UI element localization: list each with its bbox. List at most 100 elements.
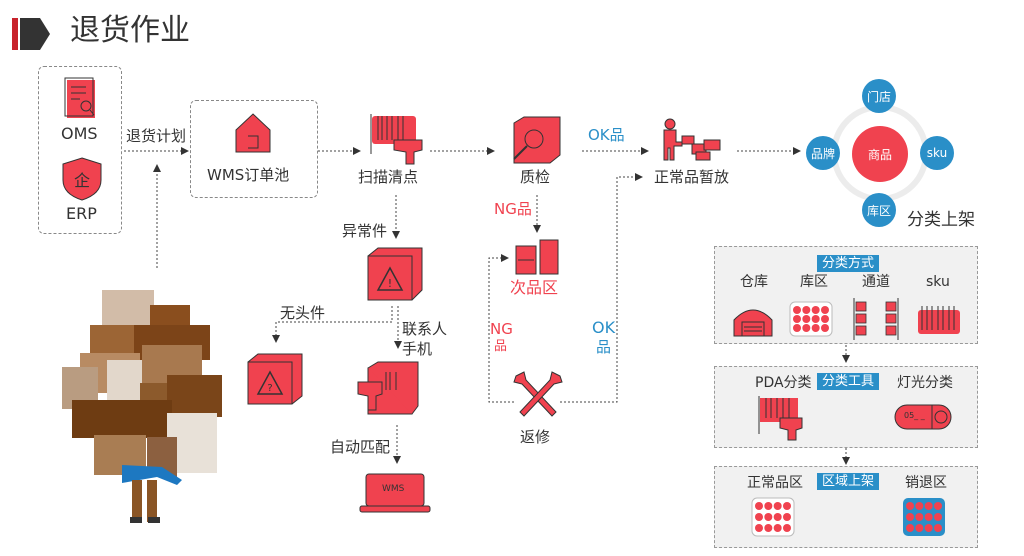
repair-ok-label-line1: OK	[592, 318, 616, 337]
aisle-icon	[853, 298, 899, 340]
grid-dot	[915, 502, 924, 510]
grid-dot	[793, 315, 801, 323]
repair-wrench-icon	[513, 371, 563, 417]
zone-shelving-tag: 区域上架	[817, 473, 880, 490]
svg-text:企: 企	[74, 171, 90, 190]
arrow-exception-to-headless	[272, 306, 393, 343]
wms-laptop-icon	[359, 473, 431, 513]
defective-area-shelf-icon	[515, 239, 559, 275]
grid-dot	[793, 324, 801, 332]
quality-check-box-icon	[513, 116, 561, 164]
arrow-repair-to-staging	[560, 173, 643, 403]
wheel-center-goods: 商品	[852, 126, 908, 182]
return-plan-label: 退货计划	[126, 127, 187, 145]
wheel-node-zone: 库区	[862, 193, 896, 227]
method-item-sku: sku	[926, 274, 950, 290]
grid-dot	[924, 502, 933, 510]
grid-dot	[821, 324, 829, 332]
worker-with-boxes-icon	[663, 118, 721, 161]
headless-box-icon: ?	[247, 353, 303, 405]
grid-dot	[764, 513, 773, 521]
zone-item-normal: 正常品区	[747, 475, 803, 491]
grid-dot	[764, 502, 773, 510]
repair-ng-label-line1: NG	[490, 320, 513, 338]
svg-text:!: !	[388, 277, 392, 290]
defective-area-label: 次品区	[510, 278, 559, 297]
repair-ok-label-line2: 品	[596, 338, 612, 356]
ng-goods-label: NG品	[494, 200, 532, 218]
wheel-center-label: 商品	[867, 147, 892, 162]
grid-dot	[793, 306, 801, 314]
grid-dot	[755, 524, 763, 532]
contact-scan-box-icon	[357, 361, 419, 415]
grid-dot	[934, 502, 942, 510]
contact-phone-label-line1: 联系人	[402, 320, 448, 338]
tool-item-light: 灯光分类	[897, 375, 953, 391]
auto-match-label: 自动匹配	[330, 438, 391, 456]
grid-dot	[811, 315, 820, 323]
grid-dot	[915, 524, 924, 532]
storage-zone-grid-icon	[789, 301, 833, 337]
classification-caption: 分类上架	[907, 210, 975, 230]
page-title: 退货作业	[70, 13, 190, 48]
wheel-node-sku-label: sku	[926, 146, 948, 160]
customer-with-boxes-illustration	[62, 290, 222, 523]
barcode-scanner-icon	[370, 114, 423, 165]
wms-order-pool-label: WMS订单池	[207, 166, 290, 184]
normal-zone-grid-icon	[751, 497, 795, 537]
contact-phone-label-line2: 手机	[402, 340, 433, 358]
exception-item-label: 异常件	[342, 222, 388, 240]
wheel-node-brand-label: 品牌	[810, 146, 835, 161]
method-item-aisle: 通道	[862, 274, 890, 290]
grid-dot	[924, 524, 933, 532]
normal-goods-staging-label: 正常品暂放	[654, 168, 730, 186]
erp-shield-icon: 企	[62, 157, 102, 201]
grid-dot	[773, 502, 782, 510]
wheel-node-store-label: 门店	[866, 89, 891, 104]
light-sorting-device-icon	[894, 404, 952, 430]
grid-dot	[783, 524, 791, 532]
warehouse-icon	[733, 309, 773, 337]
grid-dot	[764, 524, 773, 532]
grid-dot	[773, 524, 782, 532]
scan-count-label: 扫描清点	[358, 168, 419, 186]
grid-dot	[906, 513, 914, 521]
grid-dot	[783, 502, 791, 510]
grid-dot	[783, 513, 791, 521]
sales-return-zone-grid-icon	[903, 498, 945, 536]
sku-barcode-icon	[918, 306, 960, 334]
grid-dot	[906, 524, 914, 532]
repair-label: 返修	[520, 428, 551, 446]
method-item-zone: 库区	[800, 274, 828, 290]
wms-order-pool-box	[190, 100, 318, 198]
oms-document-icon	[64, 77, 95, 118]
grid-dot	[811, 306, 820, 314]
pda-scanner-icon	[758, 396, 803, 441]
grid-dot	[755, 513, 763, 521]
oms-label: OMS	[61, 124, 98, 143]
wms-house-icon	[235, 113, 271, 153]
ok-goods-label: OK品	[588, 126, 625, 144]
source-systems-box	[38, 66, 122, 234]
grid-dot	[924, 513, 933, 521]
grid-dot	[915, 513, 924, 521]
classification-method-tag: 分类方式	[817, 255, 880, 272]
grid-dot	[802, 306, 811, 314]
tool-item-pda: PDA分类	[755, 375, 812, 391]
grid-dot	[906, 502, 914, 510]
grid-dot	[934, 524, 942, 532]
grid-dot	[773, 513, 782, 521]
wheel-node-store: 门店	[862, 79, 896, 113]
grid-dot	[934, 513, 942, 521]
classification-tools-tag: 分类工具	[817, 373, 880, 390]
wheel-node-zone-label: 库区	[866, 203, 891, 218]
quality-check-label: 质检	[520, 168, 551, 186]
exception-box-icon: !	[367, 247, 423, 301]
grid-dot	[802, 315, 811, 323]
grid-dot	[802, 324, 811, 332]
grid-dot	[821, 306, 829, 314]
method-item-warehouse: 仓库	[740, 274, 768, 290]
wheel-node-brand: 品牌	[806, 136, 840, 170]
erp-label: ERP	[66, 204, 97, 223]
